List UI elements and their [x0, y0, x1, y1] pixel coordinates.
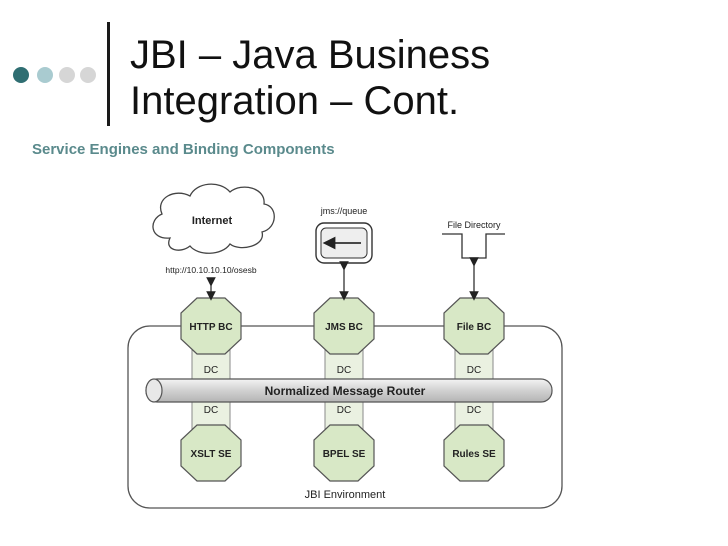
rules-se-node: Rules SE [443, 424, 505, 482]
jbi-environment-label: JBI Environment [305, 489, 386, 501]
router-label: Normalized Message Router [265, 384, 426, 398]
http-bc-node: HTTP BC [180, 297, 242, 355]
file-bc-label: File BC [457, 322, 491, 333]
file-directory-label: File Directory [447, 220, 501, 230]
slide-subtitle: Service Engines and Binding Components [32, 141, 335, 158]
slide-bullet-dots [13, 67, 96, 83]
title-line-2: Integration – Cont. [130, 79, 460, 123]
dc-label-http-top: DC [204, 365, 218, 376]
dc-label-file-top: DC [467, 365, 481, 376]
dot-light-1 [59, 67, 75, 83]
cloud-icon [152, 183, 275, 254]
jms-queue-label: jms://queue [320, 206, 368, 216]
jms-bc-label: JMS BC [325, 322, 363, 333]
dot-light-2 [80, 67, 96, 83]
folder-icon [442, 233, 505, 259]
dc-label-http-bottom: DC [204, 405, 218, 416]
rules-se-label: Rules SE [452, 449, 496, 460]
internet-label: Internet [192, 215, 233, 227]
queue-icon [315, 222, 373, 264]
title-divider [107, 22, 110, 126]
dot-mid [37, 67, 53, 83]
dot-dark [13, 67, 29, 83]
bpel-se-label: BPEL SE [323, 449, 366, 460]
internet-cloud: Internet [152, 183, 275, 254]
bpel-se-node: BPEL SE [313, 424, 375, 482]
dc-label-jms-top: DC [337, 365, 351, 376]
dc-label-file-bottom: DC [467, 405, 481, 416]
title-line-1: JBI – Java Business [130, 33, 491, 77]
normalized-message-router: Normalized Message Router [145, 378, 553, 403]
slide-title: JBI – Java Business Integration – Cont. [130, 32, 490, 124]
xslt-se-node: XSLT SE [180, 424, 242, 482]
xslt-se-label: XSLT SE [191, 449, 232, 460]
http-bc-label: HTTP BC [189, 322, 232, 333]
http-url-label: http://10.10.10.10/osesb [165, 265, 256, 275]
file-bc-node: File BC [443, 297, 505, 355]
dc-label-jms-bottom: DC [337, 405, 351, 416]
jms-bc-node: JMS BC [313, 297, 375, 355]
